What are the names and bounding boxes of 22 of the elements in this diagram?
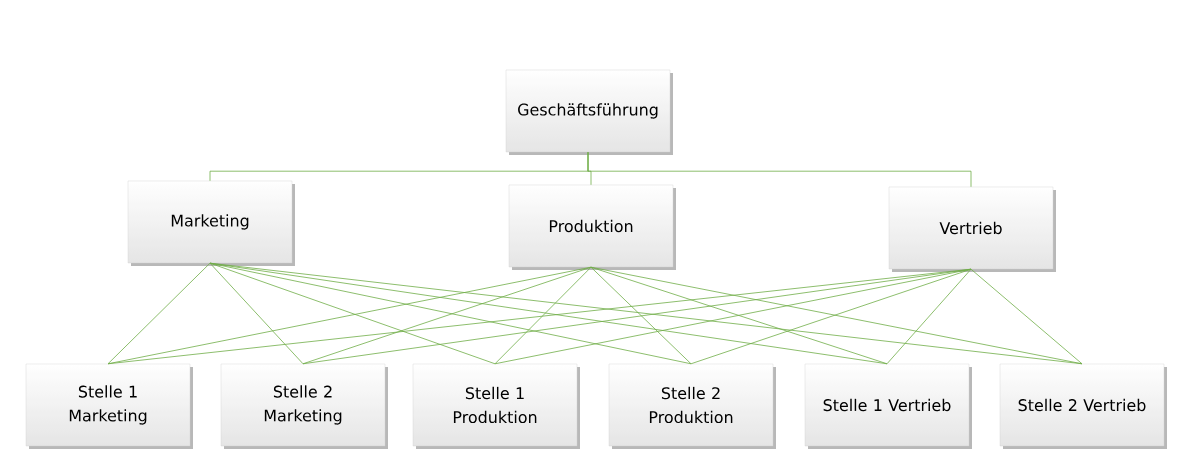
connector-line xyxy=(494,266,592,365)
org-box: Geschäftsführung xyxy=(505,69,673,155)
connector-line xyxy=(690,268,972,365)
org-box: Marketing xyxy=(127,180,295,266)
org-box: Produktion xyxy=(508,184,676,270)
connector-line xyxy=(970,268,1083,365)
connector-line xyxy=(590,266,888,365)
connector-line xyxy=(302,266,592,365)
org-box: Stelle 2 Produktion xyxy=(608,363,776,449)
org-box: Stelle 1 Produktion xyxy=(412,363,580,449)
connector-line xyxy=(886,268,972,365)
connector-line xyxy=(590,266,1083,365)
org-box: Stelle 1 Vertrieb xyxy=(804,363,972,449)
org-box: Stelle 2 Vertrieb xyxy=(999,363,1167,449)
connector-line xyxy=(209,262,496,365)
connector-line xyxy=(209,262,304,365)
org-box: Vertrieb xyxy=(888,186,1056,272)
connector-line xyxy=(590,266,692,365)
connector-line xyxy=(107,262,211,365)
org-box: Stelle 1 Marketing xyxy=(25,363,193,449)
org-box: Stelle 2 Marketing xyxy=(220,363,388,449)
connector-line xyxy=(587,151,972,188)
